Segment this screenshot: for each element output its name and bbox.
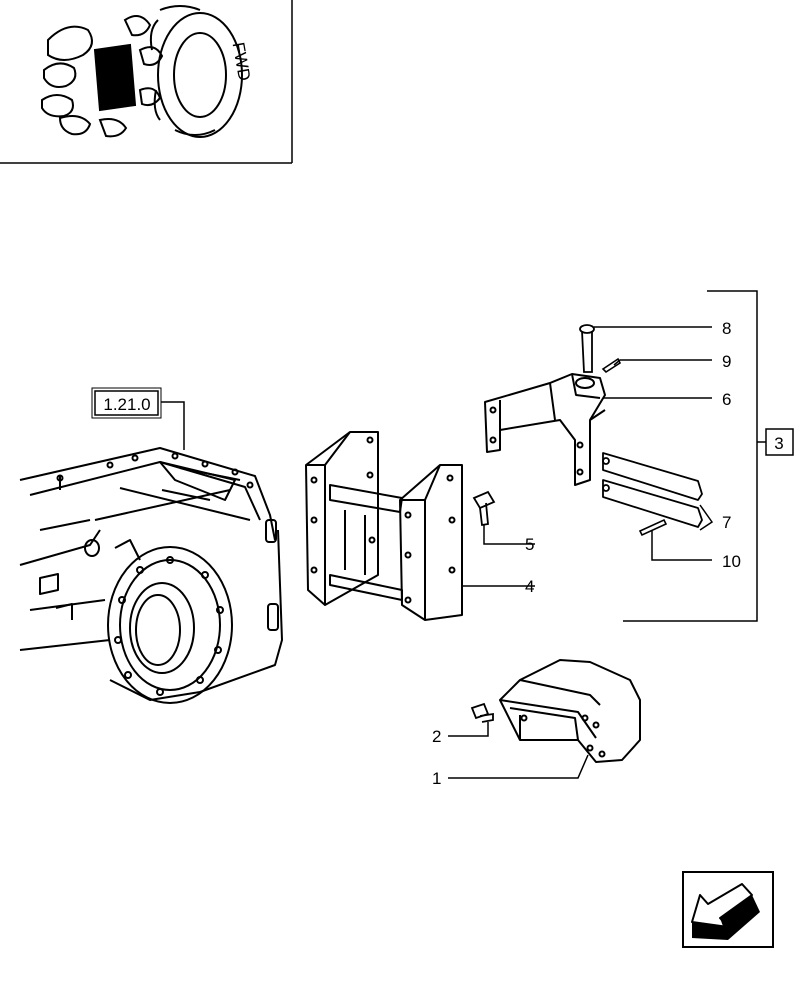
callout-4: 4: [525, 577, 534, 596]
callout-5: 5: [525, 535, 534, 554]
leader-line-2: [448, 722, 489, 737]
bolt-part-2: [470, 702, 494, 723]
pin-part-8: [579, 324, 595, 373]
thumbnail-panel: FWD: [0, 0, 293, 164]
leader-line-7: [699, 504, 714, 531]
rods-part-7: [602, 452, 703, 528]
thumbnail-direction-text: FWD: [229, 41, 254, 82]
cover-part-1: [499, 659, 641, 763]
callout-10: 10: [722, 552, 741, 571]
callout-1: 1: [432, 769, 441, 788]
callout-2: 2: [432, 727, 441, 746]
clip-part-9: [601, 357, 622, 374]
transmission-housing: [19, 447, 283, 704]
leader-line-1: [448, 754, 589, 779]
assembly-box-label: 3: [774, 434, 783, 453]
callout-8: 8: [722, 319, 731, 338]
leader-line-5: [483, 525, 535, 545]
tractor-thumbnail-image: [41, 5, 243, 138]
reference-box-label: 1.21.0: [103, 395, 150, 414]
leader-line-10: [651, 530, 712, 561]
assembly-bracket-line: [623, 290, 758, 622]
leader-line-9: [613, 359, 712, 366]
bolt-part-5: [472, 490, 496, 527]
pin-part-10: [638, 518, 668, 537]
arrow-down-left-icon: [691, 883, 760, 940]
bracket-part-6: [484, 373, 606, 486]
assembly-box[interactable]: 3: [765, 428, 794, 456]
callout-6: 6: [722, 390, 731, 409]
frame-part-4: [305, 431, 463, 621]
nav-arrow-button[interactable]: [682, 871, 774, 948]
callout-7: 7: [722, 513, 731, 532]
callout-9: 9: [722, 352, 731, 371]
reference-box[interactable]: 1.21.0: [91, 387, 185, 450]
